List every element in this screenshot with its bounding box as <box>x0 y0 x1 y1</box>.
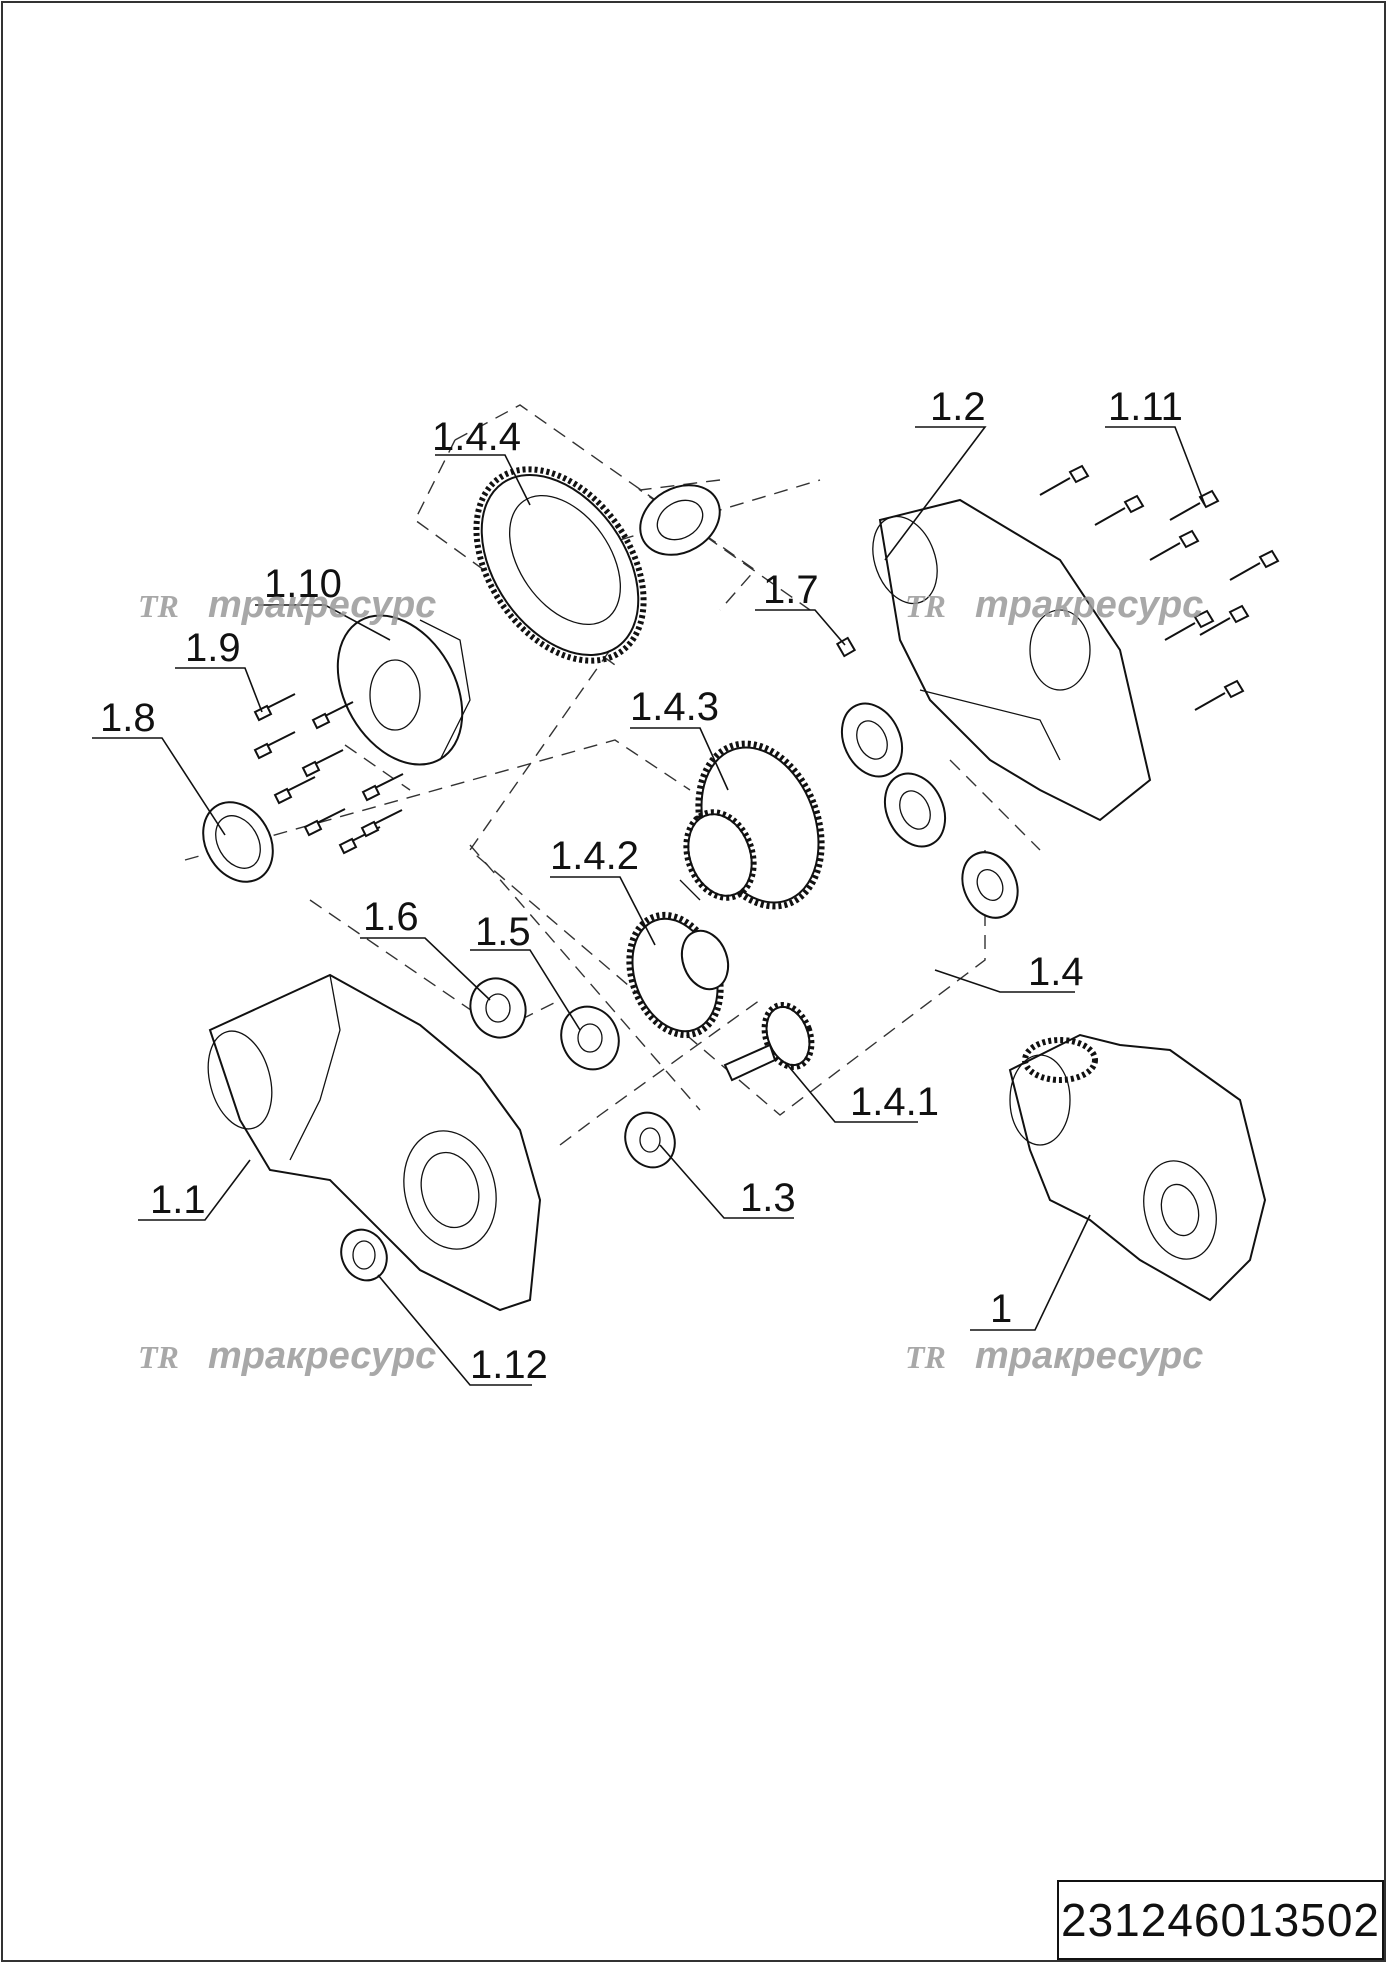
callout-1-2: 1.2 <box>930 385 986 429</box>
watermark-top-left: TR тракресурс <box>138 584 436 626</box>
callout-1-3: 1.3 <box>740 1176 796 1220</box>
svg-text:тракресурс: тракресурс <box>208 1335 436 1377</box>
callout-labels: 1.4.4 1.2 1.11 1.7 1.10 1.9 1.8 1.4.3 1.… <box>100 385 1183 1387</box>
svg-text:тракресурс: тракресурс <box>975 1335 1203 1377</box>
callout-1-4-2: 1.4.2 <box>550 834 639 878</box>
housing-bottom-part <box>207 973 542 1312</box>
watermark-bottom-left: TR тракресурс <box>138 1335 436 1377</box>
callout-1-5: 1.5 <box>475 910 531 954</box>
svg-text:TR: TR <box>138 588 179 624</box>
bearing-bottom-part <box>624 1111 676 1169</box>
callout-1-10: 1.10 <box>264 562 342 606</box>
callout-1-4: 1.4 <box>1028 950 1084 994</box>
differential-part <box>336 614 471 766</box>
svg-text:тракресурс: тракресурс <box>208 584 436 626</box>
svg-text:TR: TR <box>138 1339 179 1375</box>
bearings-right-parts <box>840 702 1019 919</box>
callout-1-8: 1.8 <box>100 696 156 740</box>
intermediate-gear-part <box>679 740 825 910</box>
seal-bottom-part <box>340 1228 388 1282</box>
ring-gear-part <box>473 466 647 664</box>
assembled-unit-part <box>1008 1033 1267 1302</box>
bolts-set-left <box>253 693 404 855</box>
svg-text:тракресурс: тракресурс <box>975 584 1203 626</box>
pinion-shaft-part <box>723 1002 815 1082</box>
housing-top-part <box>872 498 1152 822</box>
callout-1: 1 <box>990 1287 1012 1331</box>
bolts-set-right <box>1039 464 1280 711</box>
document-number: 231246013502 <box>1061 1894 1380 1946</box>
callout-1-11: 1.11 <box>1108 385 1183 429</box>
callout-1-4-1: 1.4.1 <box>850 1080 939 1124</box>
svg-text:TR: TR <box>905 1339 946 1375</box>
callout-1-4-4: 1.4.4 <box>432 415 521 459</box>
svg-text:TR: TR <box>905 588 946 624</box>
callout-1-7: 1.7 <box>763 568 819 612</box>
bearings-middle-parts <box>469 977 620 1071</box>
bearing-top-part <box>639 484 721 556</box>
document-number-box: 231246013502 <box>1057 1880 1384 1960</box>
seal-left-part <box>202 801 274 883</box>
callout-1-6: 1.6 <box>363 895 419 939</box>
callout-1-12: 1.12 <box>470 1343 548 1387</box>
watermark-bottom-right: TR тракресурс <box>905 1335 1203 1377</box>
leader-lines <box>92 426 1206 1386</box>
callout-1-9: 1.9 <box>185 626 241 670</box>
callout-1-4-3: 1.4.3 <box>630 685 719 729</box>
pin-part <box>835 636 857 658</box>
callout-1-1: 1.1 <box>150 1178 206 1222</box>
drive-gear-part <box>626 911 730 1039</box>
watermark-top-right: TR тракресурс <box>905 584 1203 626</box>
